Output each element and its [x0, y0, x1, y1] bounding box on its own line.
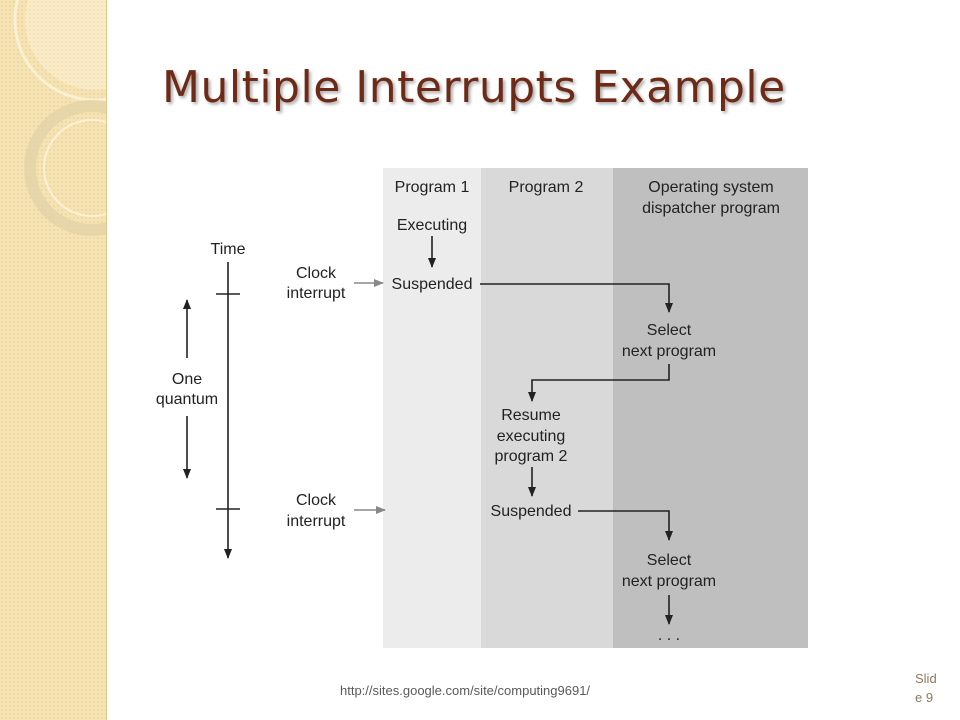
ellipsis: . . .: [658, 627, 680, 644]
quantum-label-line1: One: [172, 371, 202, 388]
resume-line2: executing: [497, 428, 566, 445]
select-1-line2: next program: [622, 343, 716, 360]
clock-interrupt-2-line1: Clock: [296, 492, 337, 509]
decorative-circles: [13, 0, 106, 236]
resume-line3: program 2: [495, 448, 568, 465]
program2-header: Program 2: [509, 179, 584, 196]
select-2-line1: Select: [647, 552, 692, 569]
program1-header: Program 1: [395, 179, 470, 196]
quantum-label-line2: quantum: [156, 391, 218, 408]
os-header-line1: Operating system: [648, 179, 773, 196]
dispatch-arrow-1: [480, 283, 673, 313]
resume-arrow: [528, 364, 670, 402]
slide-title: Multiple Interrupts Example: [162, 62, 786, 113]
suspended-1-label: Suspended: [392, 276, 473, 293]
suspended-2-label: Suspended: [491, 503, 572, 520]
decorative-sidebar: [0, 0, 107, 720]
clock-interrupt-1-line1: Clock: [296, 265, 337, 282]
program2-column: [481, 168, 613, 648]
time-label: Time: [211, 241, 246, 258]
clock-interrupt-2-line2: interrupt: [287, 513, 346, 530]
resume-line1: Resume: [501, 407, 561, 424]
slide-number: Slide 9: [915, 671, 937, 705]
select-2-line2: next program: [622, 573, 716, 590]
executing-label: Executing: [397, 217, 467, 234]
os-column: [613, 168, 808, 648]
dispatch-arrow-2: [578, 510, 673, 541]
footer-url[interactable]: http://sites.google.com/site/computing96…: [340, 683, 591, 698]
clock-interrupt-1-line2: interrupt: [287, 285, 346, 302]
os-header-line2: dispatcher program: [642, 200, 780, 217]
select-1-line1: Select: [647, 322, 692, 339]
